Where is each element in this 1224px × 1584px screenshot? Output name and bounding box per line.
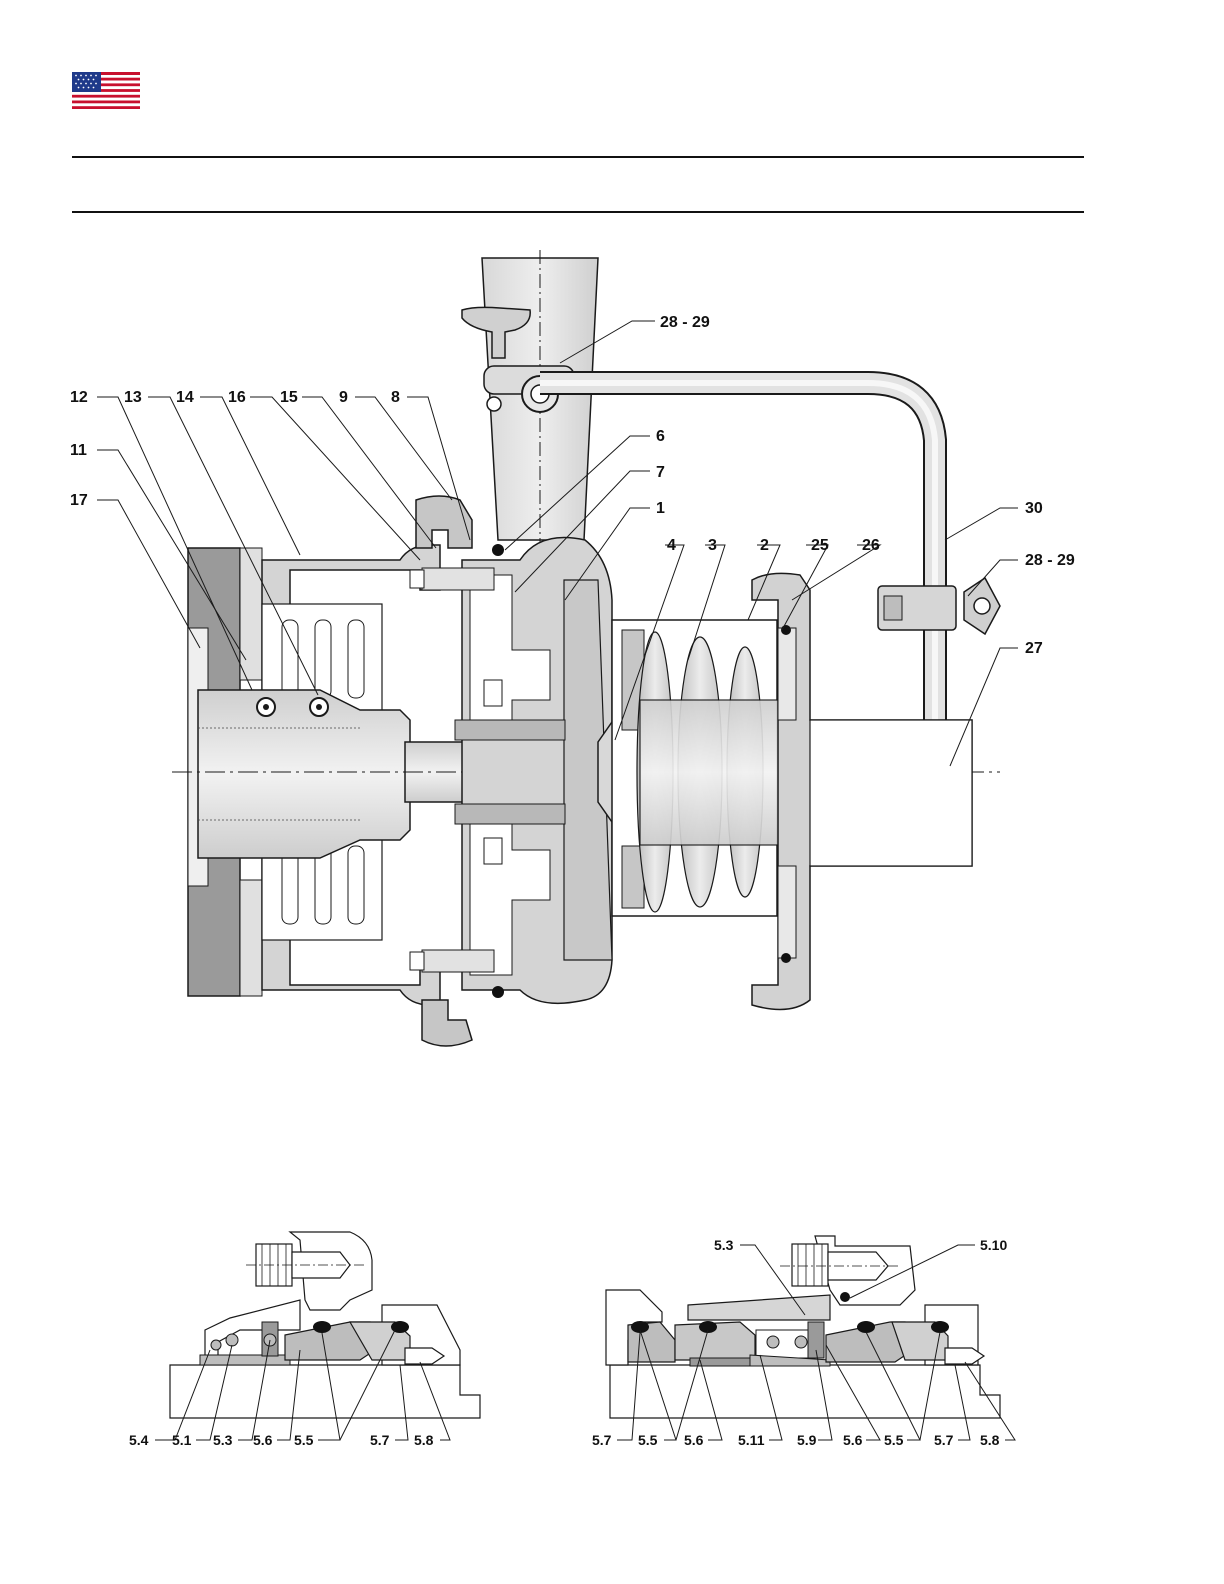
label-13: 13 [124, 389, 142, 406]
label-14: 14 [176, 389, 194, 406]
label-12: 12 [70, 389, 88, 406]
seal-left-label-5-4: 5.4 [129, 1432, 149, 1448]
header-rule-top [72, 156, 1084, 158]
label-2: 2 [760, 537, 769, 554]
seal-right-label-5-5-a: 5.5 [638, 1432, 658, 1448]
seal-left-label-5-1: 5.1 [172, 1432, 192, 1448]
seal-right-label-5-7-a: 5.7 [592, 1432, 612, 1448]
seal-right-label-5-11: 5.11 [738, 1432, 765, 1448]
seal-right-label-5-6-a: 5.6 [684, 1432, 704, 1448]
label-3: 3 [708, 537, 717, 554]
shaft-hub [198, 690, 410, 858]
label-30: 30 [1025, 500, 1043, 517]
seal-left-label-5-8: 5.8 [414, 1432, 434, 1448]
label-4: 4 [667, 537, 676, 554]
label-26: 26 [862, 537, 880, 554]
seal-right-label-5-5-b: 5.5 [884, 1432, 904, 1448]
label-6: 6 [656, 428, 665, 445]
bypass-valve [878, 578, 1000, 634]
label-8: 8 [391, 389, 400, 406]
inducer-screw [612, 620, 800, 916]
seal-left-label-5-3: 5.3 [213, 1432, 233, 1448]
label-27: 27 [1025, 640, 1043, 657]
seal-left-label-5-6: 5.6 [253, 1432, 273, 1448]
header-rule-bottom [72, 211, 1084, 213]
seal-right-label-5-8: 5.8 [980, 1432, 1000, 1448]
label-28-29-top: 28 - 29 [660, 314, 710, 331]
seal-right-label-5-7-b: 5.7 [934, 1432, 954, 1448]
label-16: 16 [228, 389, 246, 406]
us-flag-icon [72, 72, 140, 109]
seal-right-label-5-9: 5.9 [797, 1432, 817, 1448]
seal-detail-right: 5.3 5.10 5.7 5.5 5.6 5.11 5.9 5.6 5.5 5.… [580, 1220, 1040, 1460]
label-28-29-right: 28 - 29 [1025, 552, 1075, 569]
seal-right-label-5-3: 5.3 [714, 1237, 734, 1253]
label-17: 17 [70, 492, 88, 509]
seal-right-label-5-10: 5.10 [980, 1237, 1007, 1253]
seal-left-label-5-7: 5.7 [370, 1432, 390, 1448]
label-15: 15 [280, 389, 298, 406]
seal-left-label-5-5: 5.5 [294, 1432, 314, 1448]
label-9: 9 [339, 389, 348, 406]
seal-right-label-5-6-b: 5.6 [843, 1432, 863, 1448]
pump-cross-section-drawing: 28 - 29 12 13 14 16 15 9 8 11 17 6 7 1 4… [0, 240, 1224, 1070]
label-1: 1 [656, 500, 665, 517]
seal-detail-left: 5.4 5.1 5.3 5.6 5.5 5.7 5.8 [120, 1220, 500, 1460]
label-11: 11 [70, 442, 87, 459]
label-7: 7 [656, 464, 665, 481]
label-25: 25 [811, 537, 829, 554]
